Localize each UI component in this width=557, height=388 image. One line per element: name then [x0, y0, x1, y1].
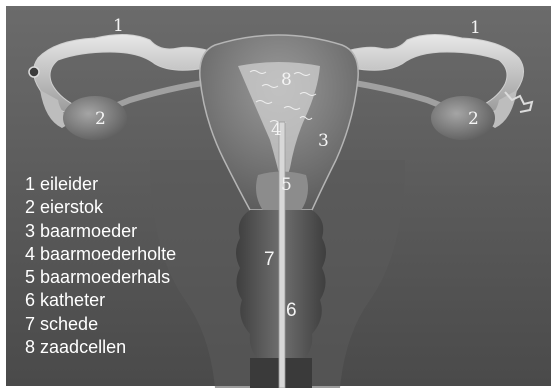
legend-item-eileider: 1 eileider	[25, 173, 176, 196]
legend-label: baarmoederholte	[40, 244, 176, 264]
legend-number: 6	[25, 290, 35, 310]
callout-2-left: 2	[95, 109, 106, 129]
catheter	[279, 122, 285, 388]
legend-item-eierstok: 2 eierstok	[25, 196, 176, 219]
legend-item-zaadcellen: 8 zaadcellen	[25, 336, 176, 359]
callout-1-right: 1	[470, 18, 481, 38]
legend-label: baarmoeder	[40, 221, 137, 241]
callout-5: 5	[281, 175, 292, 195]
legend-item-baarmoeder: 3 baarmoeder	[25, 220, 176, 243]
legend-number: 4	[25, 244, 35, 264]
legend-label: katheter	[40, 290, 105, 310]
callout-1-left: 1	[113, 16, 124, 36]
legend-item-katheter: 6 katheter	[25, 289, 176, 312]
legend-number: 2	[25, 197, 35, 217]
legend-number: 8	[25, 337, 35, 357]
legend-item-baarmoederhals: 5 baarmoederhals	[25, 266, 176, 289]
legend-number: 5	[25, 267, 35, 287]
legend-item-schede: 7 schede	[25, 313, 176, 336]
legend-label: baarmoederhals	[40, 267, 170, 287]
legend-number: 7	[25, 314, 35, 334]
ovary-right	[431, 96, 495, 140]
legend: 1 eileider 2 eierstok 3 baarmoeder 4 baa…	[25, 173, 176, 359]
legend-label: eileider	[40, 174, 98, 194]
callout-2-right: 2	[468, 109, 479, 129]
legend-label: eierstok	[40, 197, 103, 217]
callout-8: 8	[281, 70, 292, 90]
legend-number: 3	[25, 221, 35, 241]
legend-item-baarmoederholte: 4 baarmoederholte	[25, 243, 176, 266]
callout-3: 3	[318, 131, 329, 151]
callout-7: 7	[264, 249, 275, 270]
callout-6: 6	[286, 300, 297, 321]
legend-number: 1	[25, 174, 35, 194]
legend-label: schede	[40, 314, 98, 334]
legend-label: zaadcellen	[40, 337, 126, 357]
callout-4: 4	[271, 120, 282, 140]
